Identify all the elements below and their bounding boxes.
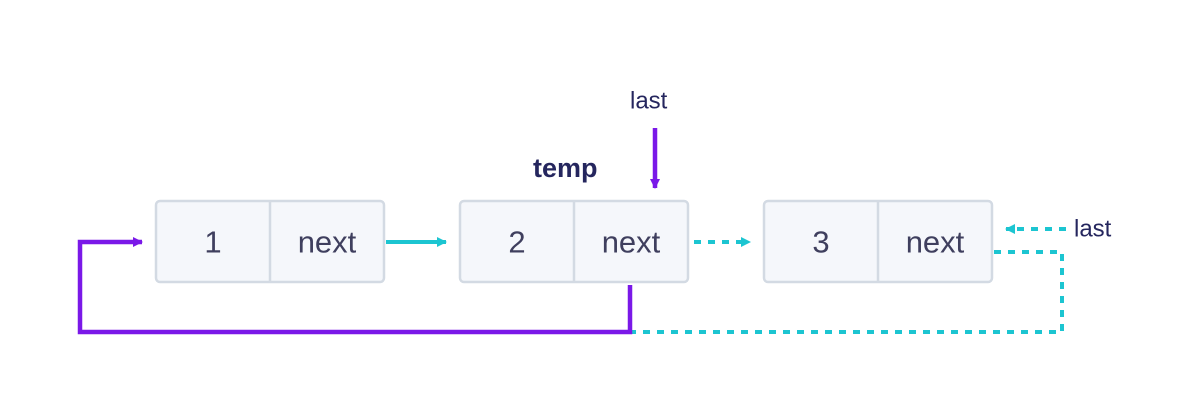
node-3-next: next (906, 225, 965, 260)
node-2-value: 2 (508, 225, 525, 260)
node-2-next: next (602, 225, 661, 260)
temp-label: temp (533, 153, 598, 183)
node-1: 1 next (154, 199, 386, 284)
last-top-label: last (630, 88, 668, 115)
link-3-to-1-dashed-path (632, 250, 1064, 334)
node-2: 2 next (458, 199, 690, 284)
node-3: 3 next (762, 199, 994, 284)
node-1-next: next (298, 225, 357, 260)
circular-link-2-to-1-path (77, 237, 633, 335)
last-right-label: last (1074, 216, 1112, 243)
node-1-value: 1 (204, 225, 221, 260)
node-3-value: 3 (812, 225, 829, 260)
